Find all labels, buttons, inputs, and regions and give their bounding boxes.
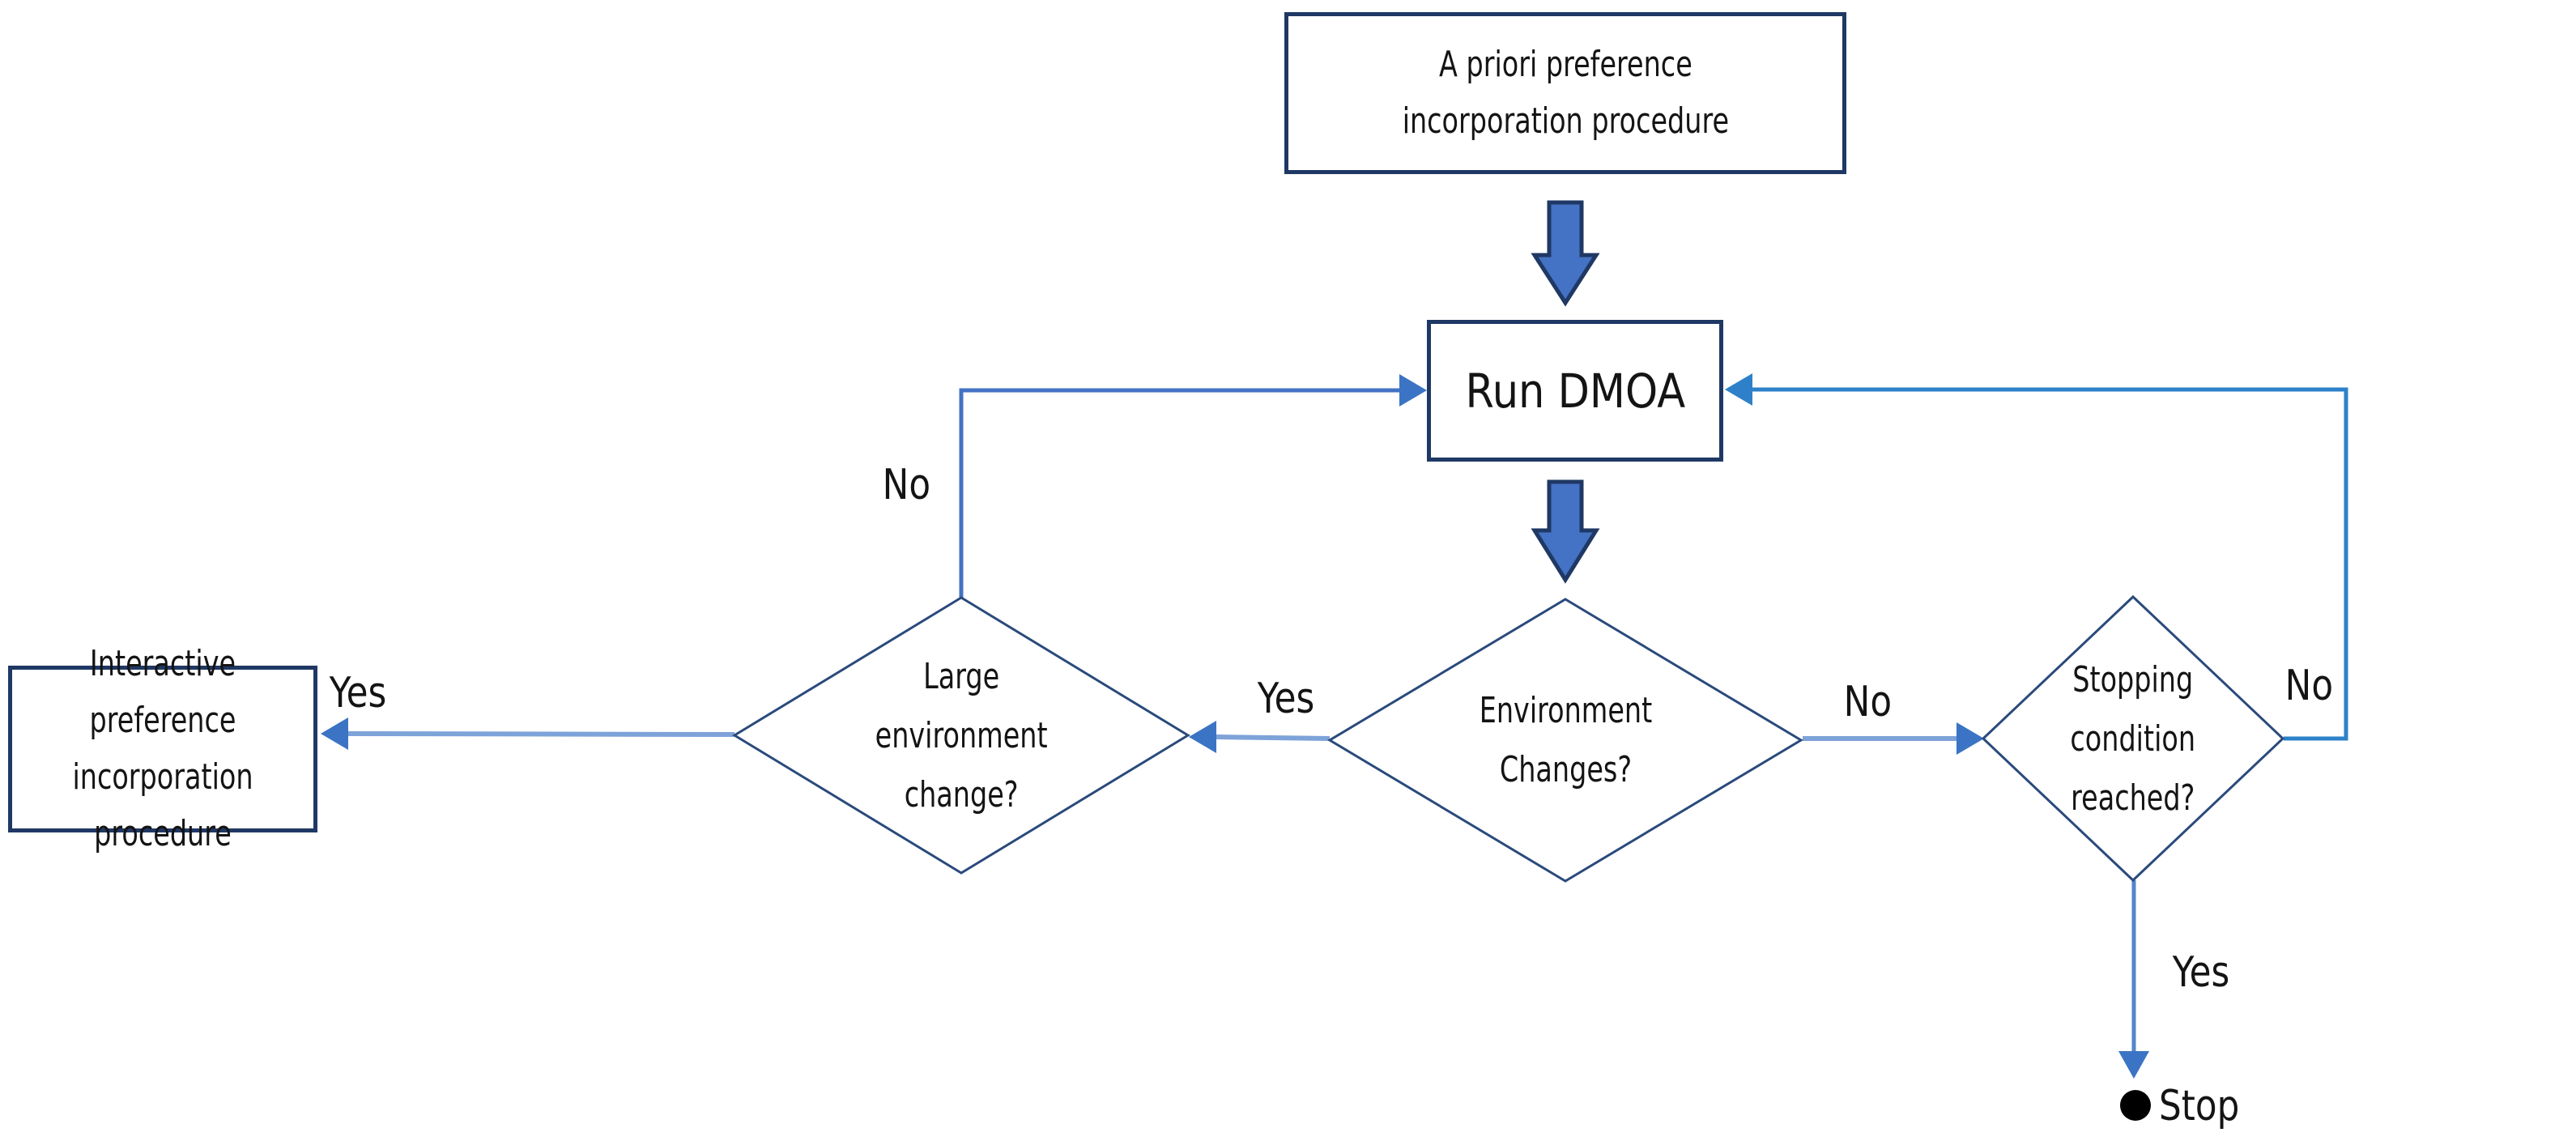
- connector-env-yes: [1216, 734, 1331, 741]
- diamond-large-change: [732, 596, 1190, 875]
- edge-label-env-yes: Yes: [1257, 675, 1315, 723]
- diamond-env-changes: [1327, 598, 1803, 883]
- thick-arrow-rundmoa-to-envchanges-icon: [1531, 479, 1600, 584]
- node-interactive-procedure: Interactive preference incorporation pro…: [8, 643, 317, 854]
- arrowhead-large-no-icon: [1399, 374, 1427, 407]
- node-a-priori-label: A priori preference incorporation proced…: [1402, 44, 1729, 142]
- stop-dot-icon: [2120, 1090, 2151, 1121]
- node-run-dmoa-label: Run DMOA: [1465, 363, 1685, 419]
- stop-label: Stop: [2159, 1082, 2240, 1130]
- arrowhead-large-yes-icon: [321, 717, 348, 750]
- arrowhead-env-no-icon: [1956, 722, 1984, 755]
- edge-label-large-no: No: [882, 461, 930, 509]
- connector-stopping-no: [1743, 387, 2348, 741]
- diamond-stopping-condition: [1981, 594, 2285, 883]
- node-a-priori-procedure: A priori preference incorporation proced…: [1284, 12, 1846, 174]
- connector-large-no: [959, 388, 1409, 599]
- node-run-dmoa: Run DMOA: [1427, 320, 1723, 462]
- arrowhead-stopping-yes-icon: [2118, 1051, 2149, 1079]
- edge-label-large-yes: Yes: [329, 669, 387, 717]
- arrowhead-env-yes-icon: [1189, 721, 1216, 753]
- edge-label-stopping-yes: Yes: [2172, 948, 2230, 997]
- edge-label-env-no: No: [1843, 678, 1892, 726]
- edge-label-stopping-no: No: [2284, 662, 2333, 710]
- arrowhead-stopping-no-icon: [1725, 373, 1752, 406]
- thick-arrow-apriori-to-rundmoa-icon: [1531, 200, 1600, 307]
- node-interactive-label: Interactive preference incorporation pro…: [72, 643, 253, 854]
